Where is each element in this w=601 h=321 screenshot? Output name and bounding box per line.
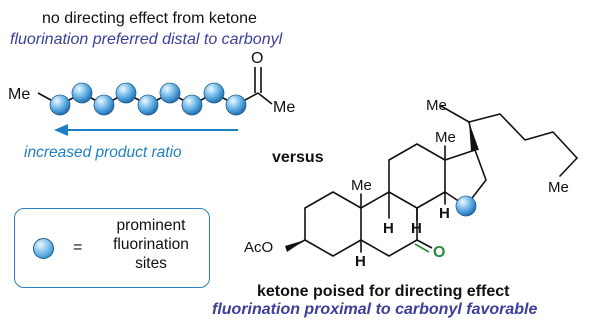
site-sphere-c15 bbox=[455, 195, 477, 217]
me-c21-label: Me bbox=[426, 97, 447, 114]
site-sphere bbox=[181, 94, 203, 116]
h-c8-label: H bbox=[383, 220, 394, 237]
h-c5-label: H bbox=[355, 253, 366, 270]
caption-poised: ketone poised for directing effect bbox=[257, 283, 510, 300]
c17-wedge-bond bbox=[469, 122, 479, 151]
ketone-oxygen: O bbox=[433, 244, 445, 261]
subheading-distal: fluorination preferred distal to carbony… bbox=[10, 31, 283, 48]
ketone-c7 bbox=[414, 239, 433, 253]
arrow-label: increased product ratio bbox=[24, 144, 182, 161]
legend-equals: = bbox=[73, 239, 83, 256]
site-sphere bbox=[49, 94, 71, 116]
h-c9-label: H bbox=[411, 220, 422, 237]
carbonyl-to-me-bond bbox=[257, 92, 273, 105]
site-sphere bbox=[203, 82, 225, 104]
legend-box: = prominent fluorination sites bbox=[14, 208, 210, 288]
site-sphere bbox=[93, 94, 115, 116]
aco-label: AcO bbox=[244, 239, 273, 256]
chain-fluorination-spheres bbox=[49, 82, 247, 116]
chain-oxygen: O bbox=[251, 50, 263, 67]
chain-left-me: Me bbox=[8, 86, 30, 103]
side-chain bbox=[468, 113, 578, 159]
site-sphere bbox=[225, 94, 247, 116]
legend-label: prominent fluorination sites bbox=[113, 217, 189, 272]
iso-methyl-bond bbox=[559, 157, 578, 177]
heading-no-directing-effect: no directing effect from ketone bbox=[42, 10, 257, 27]
me-c18-label: Me bbox=[435, 129, 456, 146]
site-sphere bbox=[159, 82, 181, 104]
chain-right-me: Me bbox=[273, 99, 295, 116]
h-c14-label: H bbox=[439, 205, 450, 222]
site-sphere bbox=[71, 82, 93, 104]
me-c19-label: Me bbox=[351, 177, 372, 194]
steroid-skeleton bbox=[289, 105, 578, 257]
site-sphere bbox=[115, 82, 137, 104]
ratio-arrow bbox=[54, 124, 238, 136]
sphere-icon bbox=[33, 238, 54, 259]
ring-a bbox=[304, 191, 362, 257]
c21-methyl-bond bbox=[440, 105, 470, 123]
versus-label: versus bbox=[272, 149, 324, 166]
site-sphere bbox=[137, 94, 159, 116]
subcaption-proximal: fluorination proximal to carbonyl favora… bbox=[212, 301, 538, 318]
c3-wedge-bond bbox=[285, 240, 305, 252]
ring-b bbox=[360, 191, 418, 257]
arrow-head-icon bbox=[54, 124, 68, 136]
ring-c bbox=[388, 143, 446, 209]
me-iso-label: Me bbox=[548, 179, 569, 196]
